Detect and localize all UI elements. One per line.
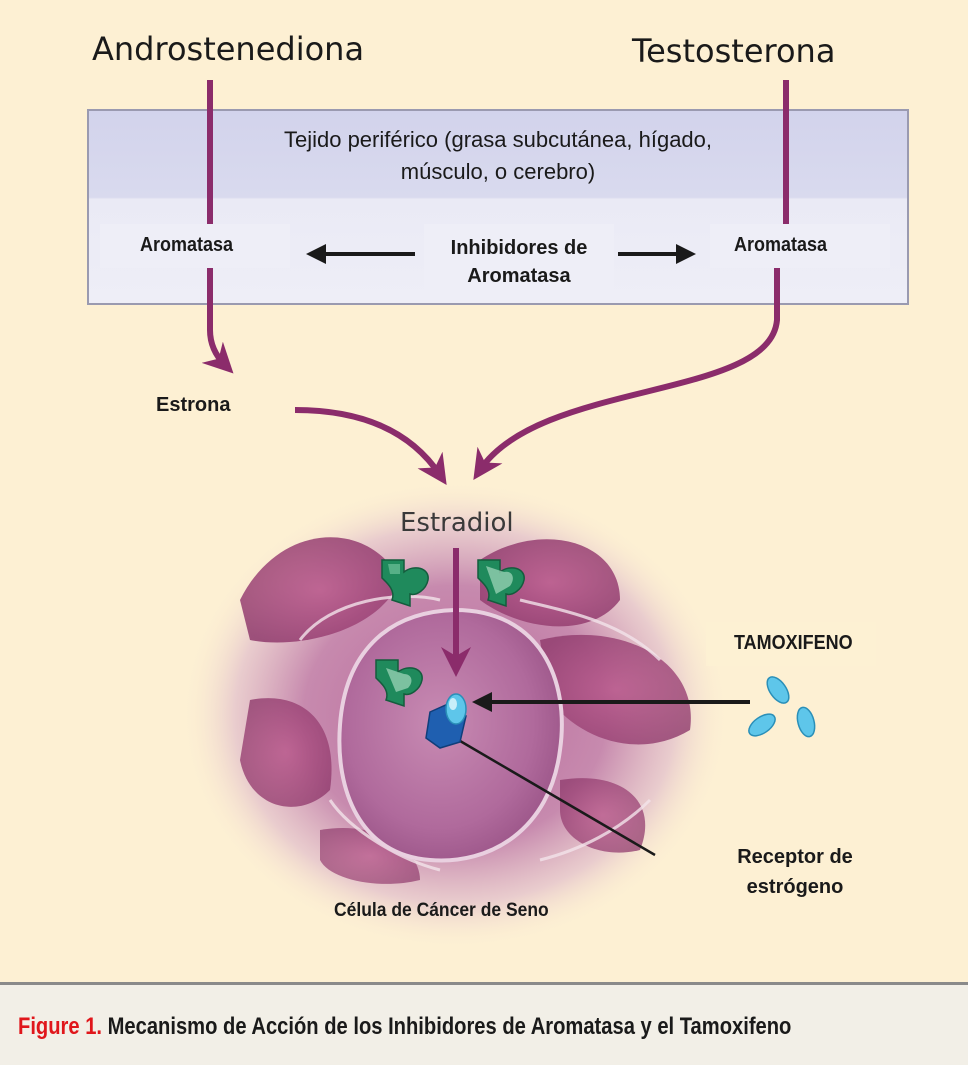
testosterone-label: Testosterona	[632, 32, 836, 70]
tissue-title-line1: Tejido periférico (grasa subcutánea, híg…	[283, 127, 713, 152]
figure-caption-text: Mecanismo de Acción de los Inhibidores d…	[102, 1013, 792, 1040]
estrone-to-estradiol-arrow	[294, 407, 447, 485]
inhibitors-line1: Inhibidores de	[450, 237, 588, 259]
estrogen-receptor-label: Receptor de estrógeno	[710, 842, 880, 902]
figure-number: Figure 1.	[18, 1013, 103, 1040]
receptor-line2: estrógeno	[746, 876, 844, 898]
receptor-pointer-line	[454, 736, 656, 857]
tissue-title-line2: músculo, o cerebro)	[400, 159, 596, 184]
figure-caption: Figure 1. Mecanismo de Acción de los Inh…	[18, 1013, 791, 1041]
tamoxifen-molecule-icon	[748, 676, 816, 738]
estrone-label: Estrona	[156, 394, 231, 416]
aromatase-inhibitor-icon	[381, 559, 429, 608]
aromatase-inhibitor-icon	[375, 659, 423, 708]
estrogen-receptor-icon	[425, 693, 467, 749]
aromatase-inhibitors-label: Inhibidores de Aromatasa	[424, 234, 614, 290]
tissue-box-title: Tejido periférico (grasa subcutánea, híg…	[88, 124, 908, 188]
estradiol-label: Estradiol	[400, 508, 514, 538]
aromatase-left-label: Aromatasa	[140, 234, 234, 256]
aromatase-inhibitor-icon	[477, 559, 525, 608]
figure-caption-bar: Figure 1. Mecanismo de Acción de los Inh…	[0, 982, 968, 1065]
breast-cancer-cell-label: Célula de Cáncer de Seno	[334, 900, 549, 921]
receptor-line1: Receptor de	[737, 846, 853, 868]
aromatase-right-label: Aromatasa	[734, 234, 828, 256]
tamoxifen-label: TAMOXIFENO	[734, 632, 853, 654]
testosterone-to-estradiol-arrow	[473, 268, 780, 480]
inhibitors-line2: Aromatasa	[467, 265, 571, 287]
estrone-arrow	[201, 268, 234, 374]
androstenedione-label: Androstenediona	[92, 30, 365, 68]
